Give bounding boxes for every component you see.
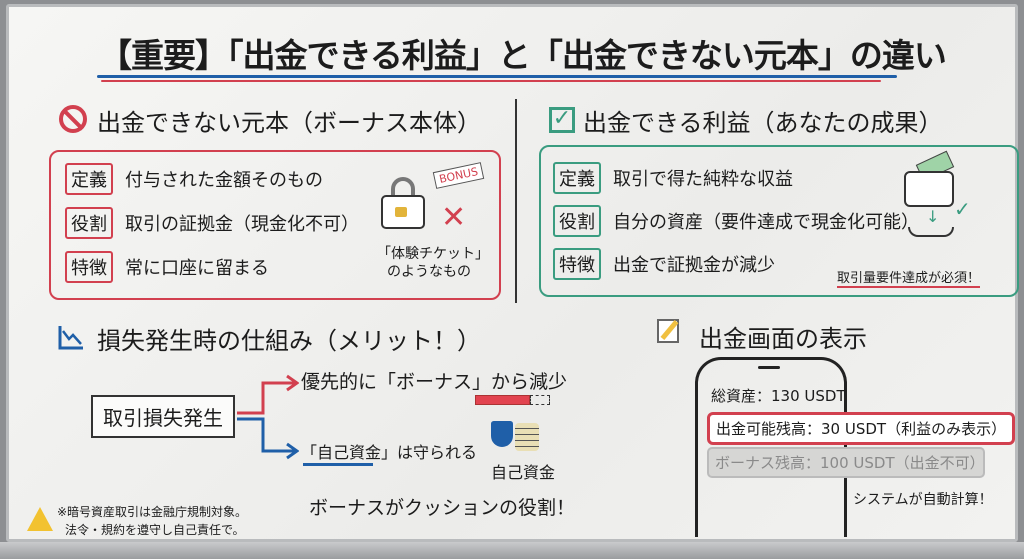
caption-like: のようなもの: [387, 264, 471, 280]
tag: 役割: [65, 207, 113, 239]
right-heading: 出金できる利益（あなたの成果）: [583, 109, 943, 137]
trend-down-icon: [58, 326, 83, 350]
warning-icon: [27, 507, 53, 531]
withdraw-heading: 出金画面の表示: [699, 325, 867, 353]
branch-own-funds-protected: 「自己資金」は守られる: [301, 443, 478, 462]
tag: 特徴: [65, 251, 113, 283]
locked-wallet-icon: [381, 177, 425, 229]
whiteboard: 【重要】「出金できる利益」と「出金できない元本」の違い 出金できない元本（ボーナ…: [6, 4, 1019, 542]
row-text: 取引の証拠金（現金化不可）: [125, 214, 359, 235]
profit-row-feature: 特徴出金で証拠金が減少: [553, 248, 775, 280]
own-funds-underline: [303, 463, 373, 466]
warning-line-1: ※暗号資産取引は金融庁規制対象。: [57, 505, 248, 519]
principal-row-role: 役割取引の証拠金（現金化不可）: [65, 207, 359, 239]
warning-line-2: 法令・規約を遵守し自己責任で。: [65, 523, 245, 537]
branch-bonus-decrease: 優先的に「ボーナス」から減少: [301, 371, 568, 393]
left-heading: 出金できない元本（ボーナス本体）: [97, 109, 481, 137]
tag: 定義: [553, 162, 601, 194]
row-text: 付与された金額そのもの: [125, 170, 323, 191]
shield-icon: [491, 421, 513, 447]
divider: [515, 99, 517, 303]
bonus-balance: ボーナス残高：100 USDT（出金不可）: [707, 447, 985, 478]
wallet-hand-icon: ↓ ✓: [904, 150, 971, 237]
row-text: 自分の資産（要件達成で現金化可能）: [613, 212, 919, 233]
title-underline-red: [101, 80, 881, 82]
row-text: 常に口座に留まる: [125, 258, 269, 279]
tag: 役割: [553, 205, 601, 237]
branch-arrows: [237, 374, 299, 460]
coins-icon: [515, 423, 539, 451]
prohibited-icon: [59, 105, 87, 133]
principal-row-definition: 定義付与された金額そのもの: [65, 163, 323, 195]
profit-row-definition: 定義取引で得た純粋な収益: [553, 162, 793, 194]
principal-box: [49, 150, 501, 300]
auto-calc-note: システムが自動計算！: [853, 492, 993, 508]
principal-row-feature: 特徴常に口座に留まる: [65, 251, 269, 283]
page-title: 【重要】「出金できる利益」と「出金できない元本」の違い: [99, 36, 947, 75]
checkbox-icon: ✓: [549, 107, 575, 133]
marker-tray: [0, 542, 1024, 559]
cross-icon: ✕: [441, 200, 467, 235]
tag: 特徴: [553, 248, 601, 280]
bonus-bar-fill: [475, 395, 530, 405]
conclusion: ボーナスがクッションの役割！: [309, 497, 576, 519]
row-text: 取引で得た純粋な収益: [613, 169, 793, 190]
own-funds-label: 自己資金: [491, 463, 556, 482]
memo-pencil-icon: [657, 319, 679, 343]
title-underline-blue: [97, 75, 897, 78]
tag: 定義: [65, 163, 113, 195]
profit-row-role: 役割自分の資産（要件達成で現金化可能）: [553, 205, 919, 237]
caption-ticket: 「体験チケット」: [377, 246, 489, 262]
loss-heading: 損失発生時の仕組み（メリット！）: [97, 327, 481, 355]
row-text: 出金で証拠金が減少: [613, 255, 775, 276]
total-assets: 総資産：130 USDT: [711, 387, 846, 405]
profit-box: [539, 145, 1019, 297]
bonus-bar-empty: [530, 395, 550, 405]
withdrawable-balance: 出金可能残高：30 USDT（利益のみ表示）: [707, 412, 1016, 445]
requirement-note: 取引量要件達成が必須！: [837, 267, 981, 288]
loss-event-box: 取引損失発生: [91, 395, 235, 438]
